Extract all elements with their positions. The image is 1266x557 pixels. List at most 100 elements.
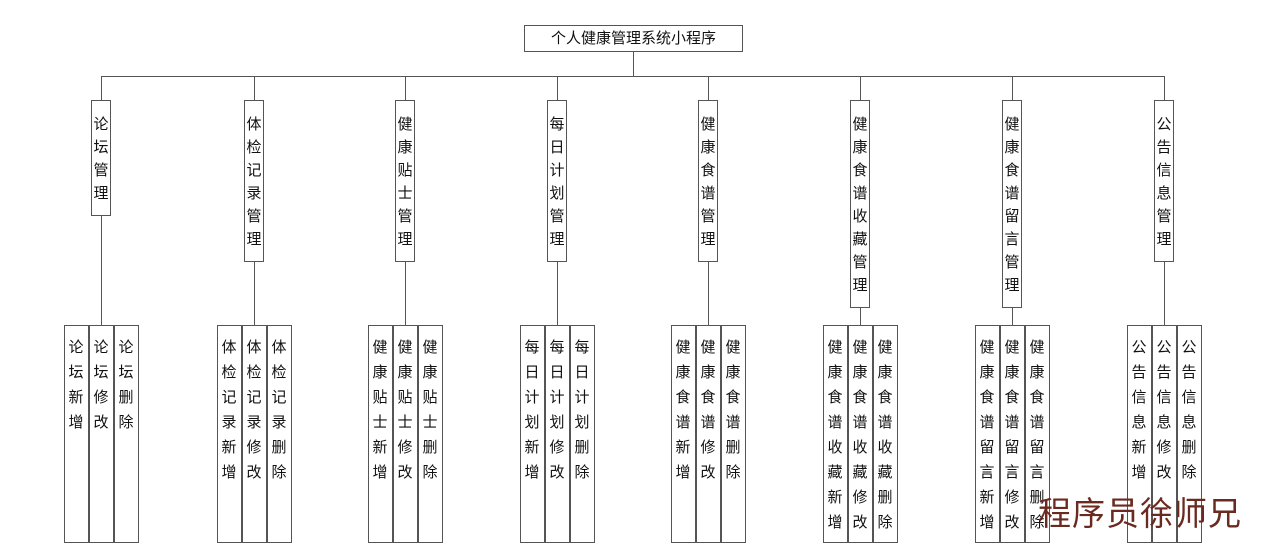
char: 谱 — [852, 184, 868, 202]
char: 每 — [524, 338, 540, 356]
module-node: 健康食谱管理 — [698, 100, 718, 262]
char: 言 — [1004, 230, 1020, 248]
char: 录 — [246, 184, 262, 202]
char: 谱 — [725, 413, 741, 431]
char: 记 — [246, 388, 262, 406]
char: 康 — [397, 138, 413, 156]
char: 体 — [246, 115, 262, 133]
char: 修 — [700, 438, 716, 456]
leaf-node: 体检记录删除 — [266, 325, 292, 543]
leaf-label: 公告信息新增 — [1128, 335, 1151, 485]
module-node: 健康食谱留言管理 — [1002, 100, 1022, 308]
char: 谱 — [700, 184, 716, 202]
char: 食 — [675, 388, 691, 406]
char: 贴 — [422, 388, 438, 406]
char: 增 — [979, 513, 995, 531]
char: 删 — [1181, 438, 1197, 456]
char: 理 — [1156, 230, 1172, 248]
char: 新 — [524, 438, 540, 456]
leaf-node: 健康食谱留言修改 — [999, 325, 1025, 543]
char: 谱 — [979, 413, 995, 431]
char: 除 — [877, 513, 893, 531]
char: 录 — [221, 413, 237, 431]
char: 留 — [1004, 207, 1020, 225]
char: 谱 — [675, 413, 691, 431]
char: 康 — [1004, 363, 1020, 381]
leaf-label: 健康贴士新增 — [369, 335, 392, 485]
char: 理 — [549, 230, 565, 248]
module-title: 健康食谱收藏管理 — [851, 113, 869, 297]
char: 康 — [1004, 138, 1020, 156]
char: 日 — [549, 363, 565, 381]
char: 记 — [271, 388, 287, 406]
char: 言 — [1029, 463, 1045, 481]
char: 理 — [93, 184, 109, 202]
char: 增 — [1131, 463, 1147, 481]
char: 健 — [1004, 115, 1020, 133]
char: 坛 — [118, 363, 134, 381]
char: 理 — [852, 276, 868, 294]
leaf-label: 论坛删除 — [115, 335, 138, 435]
char: 新 — [68, 388, 84, 406]
char: 新 — [675, 438, 691, 456]
char: 留 — [979, 438, 995, 456]
char: 健 — [700, 115, 716, 133]
char: 修 — [1156, 438, 1172, 456]
char: 体 — [221, 338, 237, 356]
leaf-label: 公告信息修改 — [1153, 335, 1176, 485]
char: 食 — [852, 388, 868, 406]
char: 日 — [524, 363, 540, 381]
char: 信 — [1131, 388, 1147, 406]
char: 健 — [852, 338, 868, 356]
char: 藏 — [852, 463, 868, 481]
leaf-node: 健康食谱留言新增 — [974, 325, 1000, 543]
char: 康 — [675, 363, 691, 381]
char: 计 — [524, 388, 540, 406]
char: 修 — [1004, 488, 1020, 506]
module-title: 健康食谱管理 — [699, 113, 717, 251]
char: 健 — [372, 338, 388, 356]
char: 新 — [372, 438, 388, 456]
leaf-node: 论坛修改 — [88, 325, 114, 543]
char: 健 — [422, 338, 438, 356]
module-title: 公告信息管理 — [1155, 113, 1173, 251]
char: 公 — [1131, 338, 1147, 356]
char: 息 — [1181, 413, 1197, 431]
module-node: 公告信息管理 — [1154, 100, 1174, 262]
char: 计 — [549, 388, 565, 406]
char: 公 — [1181, 338, 1197, 356]
char: 收 — [877, 438, 893, 456]
char: 言 — [979, 463, 995, 481]
char: 管 — [700, 207, 716, 225]
char: 划 — [524, 413, 540, 431]
leaf-node: 健康食谱留言删除 — [1024, 325, 1050, 543]
char: 计 — [574, 388, 590, 406]
char: 谱 — [1004, 413, 1020, 431]
module-title: 体检记录管理 — [245, 113, 263, 251]
char: 康 — [700, 138, 716, 156]
char: 修 — [246, 438, 262, 456]
char: 论 — [68, 338, 84, 356]
char: 检 — [221, 363, 237, 381]
char: 管 — [1156, 207, 1172, 225]
leaf-label: 健康食谱留言新增 — [976, 335, 999, 535]
char: 检 — [271, 363, 287, 381]
leaf-node: 健康贴士新增 — [367, 325, 393, 543]
leaf-node: 健康食谱收藏新增 — [822, 325, 848, 543]
char: 改 — [1156, 463, 1172, 481]
char: 计 — [549, 161, 565, 179]
leaf-node: 体检记录新增 — [216, 325, 242, 543]
char: 删 — [271, 438, 287, 456]
char: 改 — [549, 463, 565, 481]
leaf-label: 健康贴士删除 — [419, 335, 442, 485]
char: 改 — [246, 463, 262, 481]
char: 收 — [852, 438, 868, 456]
module-node: 健康贴士管理 — [395, 100, 415, 262]
leaf-node: 健康食谱收藏删除 — [872, 325, 898, 543]
char: 言 — [1004, 463, 1020, 481]
char: 息 — [1156, 413, 1172, 431]
char: 息 — [1156, 184, 1172, 202]
char: 康 — [827, 363, 843, 381]
leaf-node: 论坛删除 — [113, 325, 139, 543]
char: 删 — [574, 438, 590, 456]
